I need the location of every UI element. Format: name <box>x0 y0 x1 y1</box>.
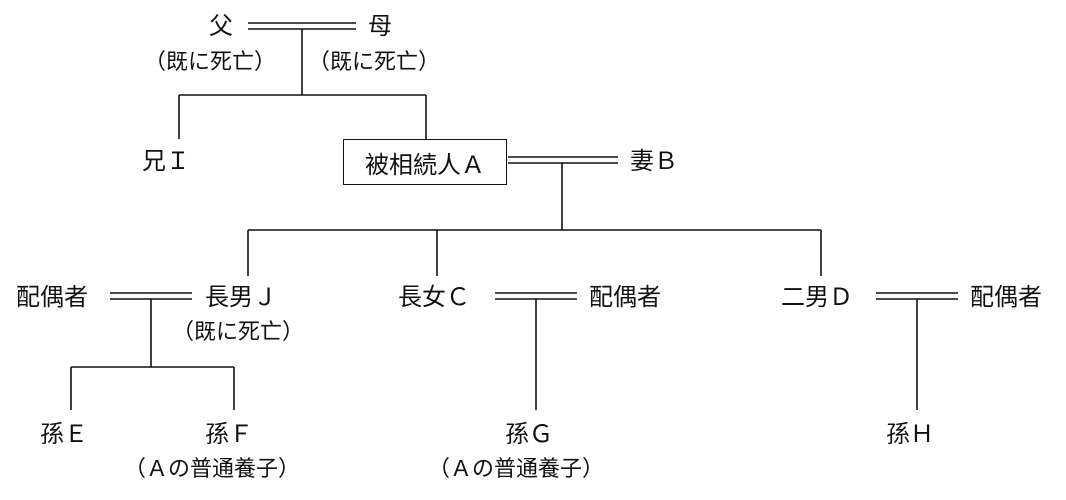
brother-i-label: 兄Ｉ <box>142 147 190 175</box>
marriage-line-a-b <box>508 156 618 164</box>
father-note: （既に死亡） <box>144 50 277 75</box>
marriage-line-d <box>876 292 958 300</box>
grandchild-f-note: （Ａの普通養子） <box>124 457 301 482</box>
son-j-note: （既に死亡） <box>172 320 305 345</box>
decedent-box: 被相続人Ａ <box>343 139 507 185</box>
marriage-line-j <box>110 292 192 300</box>
grandchild-f-label: 孫Ｆ <box>205 420 253 448</box>
descent-line-j <box>70 299 235 410</box>
son-d-label: 二男Ｄ <box>781 283 853 311</box>
grandchild-g-note: （Ａの普通養子） <box>428 457 605 482</box>
marriage-line-c <box>495 292 577 300</box>
mother-label: 母 <box>368 12 392 40</box>
spouse-c-label: 配偶者 <box>589 283 661 311</box>
mother-note: （既に死亡） <box>308 50 441 75</box>
grandchild-e-label: 孫Ｅ <box>40 420 88 448</box>
grandchild-h-label: 孫Ｈ <box>886 420 934 448</box>
descent-line-a-b <box>247 163 822 276</box>
spouse-j-label: 配偶者 <box>16 283 88 311</box>
grandchild-g-label: 孫Ｇ <box>505 420 553 448</box>
wife-b-label: 妻Ｂ <box>630 147 678 175</box>
son-j-label: 長男Ｊ <box>205 283 277 311</box>
decedent-a-label: 被相続人Ａ <box>365 150 485 179</box>
descent-line-parents <box>178 29 427 139</box>
daughter-c-label: 長女Ｃ <box>398 283 470 311</box>
father-label: 父 <box>209 12 233 40</box>
spouse-d-label: 配偶者 <box>970 283 1042 311</box>
marriage-line-parents <box>248 22 356 30</box>
